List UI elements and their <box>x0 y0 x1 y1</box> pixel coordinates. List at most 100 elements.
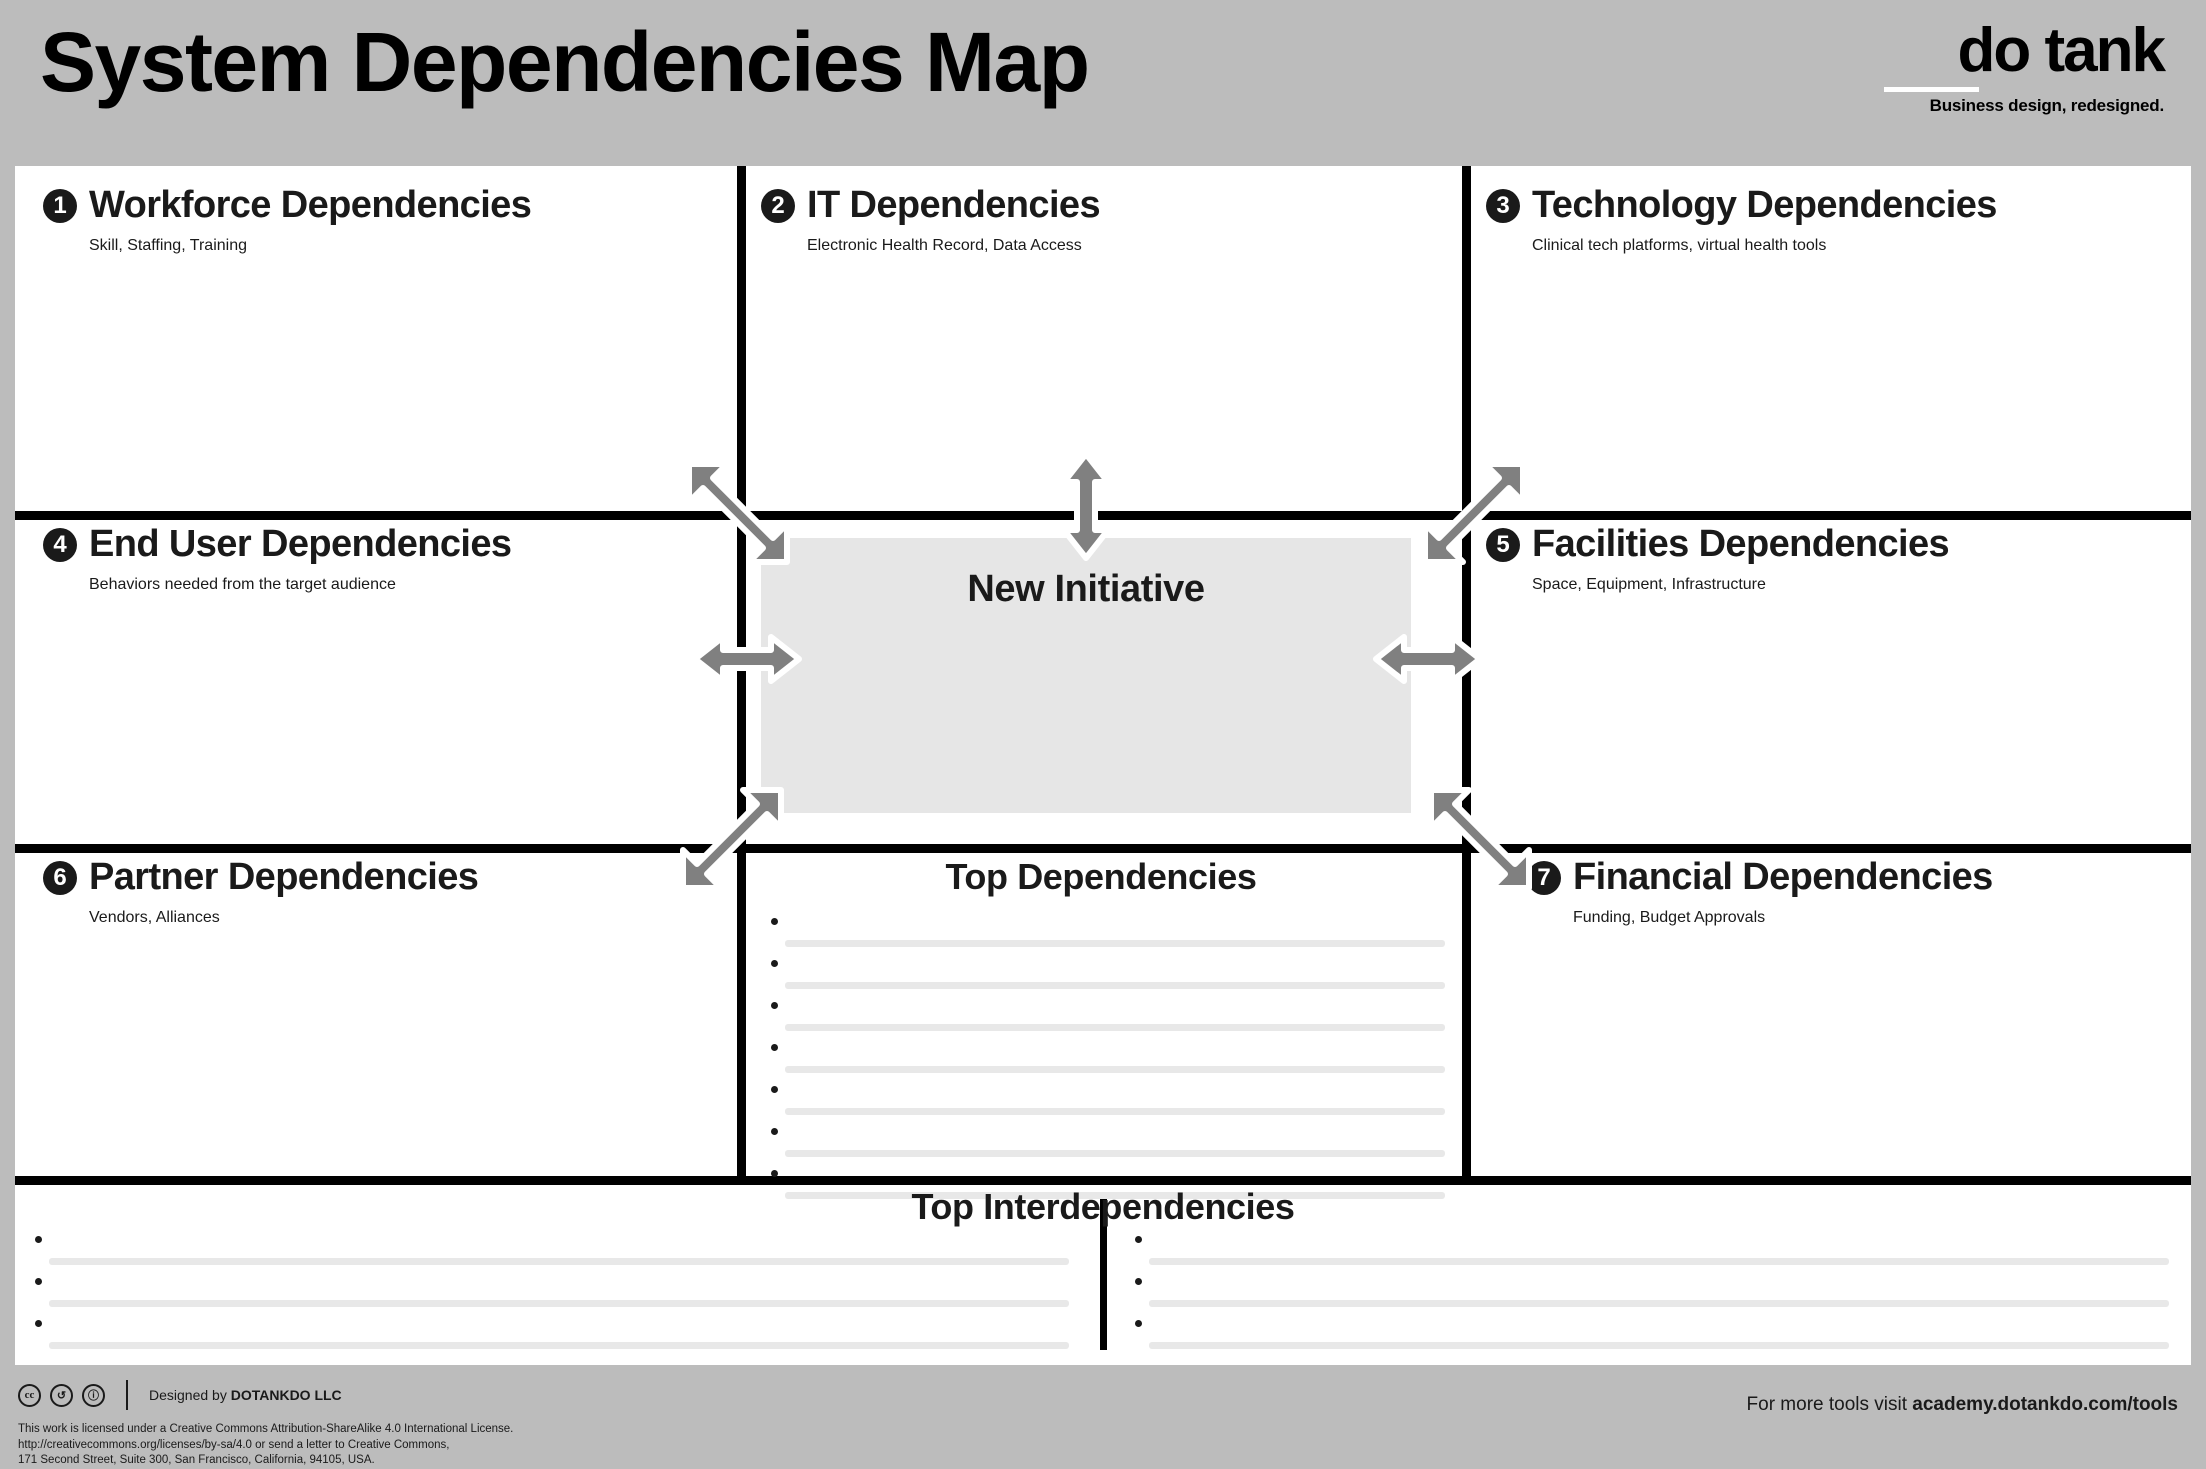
list-item[interactable] <box>771 1044 1445 1086</box>
write-in-rule <box>785 1150 1445 1157</box>
brand-tagline: Business design, redesigned. <box>1929 95 2165 115</box>
arrow-west-icon <box>691 631 803 687</box>
grid-hline-3 <box>15 1176 2191 1185</box>
write-in-rule <box>785 1024 1445 1031</box>
top-dependencies-title: Top Dependencies <box>945 856 1257 897</box>
arrow-southwest-icon <box>675 782 795 902</box>
list-item[interactable] <box>771 918 1445 960</box>
write-in-rule <box>785 1192 1445 1199</box>
number-badge-3: 3 <box>1486 188 1520 223</box>
arrow-southeast-icon <box>1417 782 1537 902</box>
bullet-icon <box>1135 1320 1142 1327</box>
quadrant-title: IT Dependencies <box>807 184 1101 226</box>
bullet-icon <box>771 1002 778 1009</box>
creative-commons-icon: cc <box>18 1383 41 1407</box>
more-tools-link[interactable]: academy.dotankdo.com/tools <box>1912 1394 2178 1415</box>
quadrant-heading: 3 Technology Dependencies <box>1486 184 1997 227</box>
designed-by-text: Designed by DOTANKDO LLC <box>149 1387 342 1403</box>
write-in-rule <box>785 1066 1445 1073</box>
quadrant-title: End User Dependencies <box>89 523 512 565</box>
number-badge-2: 2 <box>761 188 795 223</box>
quadrant-workforce: 1 Workforce Dependencies Skill, Staffing… <box>43 184 532 255</box>
page-title: System Dependencies Map <box>40 15 1090 109</box>
quadrant-facilities: 5 Facilities Dependencies Space, Equipme… <box>1486 523 1950 594</box>
more-tools-prefix: For more tools visit <box>1746 1394 1913 1415</box>
quadrant-heading: 5 Facilities Dependencies <box>1486 523 1950 566</box>
new-initiative-box[interactable]: New Initiative <box>761 538 1411 813</box>
list-item[interactable] <box>771 1002 1445 1044</box>
quadrant-subtitle: Skill, Staffing, Training <box>89 237 248 254</box>
top-interdependencies-right-list <box>1135 1236 2175 1362</box>
attribution-icon: ⓘ <box>82 1383 105 1407</box>
number-badge-5: 5 <box>1486 527 1520 562</box>
quadrant-heading: 7 Financial Dependencies <box>1527 856 1993 899</box>
quadrant-subtitle: Electronic Health Record, Data Access <box>807 237 1082 254</box>
bullet-icon <box>771 918 778 925</box>
license-line-3: 171 Second Street, Suite 300, San Franci… <box>18 1454 375 1467</box>
top-interdependencies-title: Top Interdependencies <box>911 1186 1295 1227</box>
quadrant-title: Technology Dependencies <box>1532 184 1997 226</box>
quadrant-heading: 4 End User Dependencies <box>43 523 512 566</box>
bullet-icon <box>771 1170 778 1177</box>
arrow-northeast-icon <box>1417 456 1537 576</box>
page-footer: cc ↺ ⓘ Designed by DOTANKDO LLC This wor… <box>0 1365 2206 1466</box>
quadrant-heading: 2 IT Dependencies <box>761 184 1101 227</box>
write-in-rule <box>1149 1342 2169 1349</box>
list-item[interactable] <box>771 1170 1445 1212</box>
quadrant-title: Financial Dependencies <box>1573 856 1993 898</box>
write-in-rule <box>785 940 1445 947</box>
quadrant-financial: 7 Financial Dependencies Funding, Budget… <box>1527 856 1993 927</box>
list-item[interactable] <box>35 1320 1085 1362</box>
new-initiative-label: New Initiative <box>967 568 1205 610</box>
list-item[interactable] <box>1135 1236 2175 1278</box>
share-alike-icon: ↺ <box>50 1383 73 1407</box>
quadrant-heading: 6 Partner Dependencies <box>43 856 479 899</box>
footer-divider <box>126 1380 128 1410</box>
quadrant-heading: 1 Workforce Dependencies <box>43 184 532 227</box>
bullet-icon <box>35 1236 42 1243</box>
worksheet-canvas: 1 Workforce Dependencies Skill, Staffing… <box>15 166 2191 1365</box>
brand-logo-block: do tank Business design, redesigned. <box>1884 16 2166 116</box>
bullet-icon <box>771 1086 778 1093</box>
write-in-rule <box>785 982 1445 989</box>
grid-hline-1 <box>15 511 2191 520</box>
bullet-icon <box>771 960 778 967</box>
arrow-north-icon <box>1058 450 1114 562</box>
quadrant-end-user: 4 End User Dependencies Behaviors needed… <box>43 523 512 594</box>
list-item[interactable] <box>771 1128 1445 1170</box>
arrow-east-icon <box>1372 631 1484 687</box>
more-tools-text: For more tools visit academy.dotankdo.co… <box>1747 1394 2178 1416</box>
bullet-icon <box>771 1128 778 1135</box>
quadrant-title: Workforce Dependencies <box>89 184 532 226</box>
brand-wordmark: do tank <box>1957 16 2166 85</box>
license-line-1: This work is licensed under a Creative C… <box>18 1423 514 1435</box>
bullet-icon <box>35 1278 42 1285</box>
list-item[interactable] <box>771 960 1445 1002</box>
write-in-rule <box>49 1300 1069 1307</box>
bullet-icon <box>35 1320 42 1327</box>
license-line-2: http://creativecommons.org/licenses/by-s… <box>18 1438 450 1451</box>
number-badge-7: 7 <box>1527 860 1561 895</box>
quadrant-subtitle: Vendors, Alliances <box>89 909 220 926</box>
interdependency-divider <box>1100 1195 1107 1350</box>
brand-underline-rule <box>1884 86 1979 92</box>
number-badge-1: 1 <box>43 188 77 223</box>
bullet-icon <box>1135 1236 1142 1243</box>
list-item[interactable] <box>35 1236 1085 1278</box>
number-badge-4: 4 <box>43 527 77 562</box>
write-in-rule <box>49 1342 1069 1349</box>
quadrant-it: 2 IT Dependencies Electronic Health Reco… <box>761 184 1101 255</box>
list-item[interactable] <box>35 1278 1085 1320</box>
bullet-icon <box>1135 1278 1142 1285</box>
number-badge-6: 6 <box>43 860 77 895</box>
write-in-rule <box>785 1108 1445 1115</box>
list-item[interactable] <box>1135 1278 2175 1320</box>
quadrant-title: Partner Dependencies <box>89 856 479 898</box>
quadrant-partner: 6 Partner Dependencies Vendors, Alliance… <box>43 856 479 927</box>
write-in-rule <box>1149 1300 2169 1307</box>
quadrant-subtitle: Clinical tech platforms, virtual health … <box>1532 237 1827 254</box>
bullet-icon <box>771 1044 778 1051</box>
list-item[interactable] <box>1135 1320 2175 1362</box>
list-item[interactable] <box>771 1086 1445 1128</box>
quadrant-technology: 3 Technology Dependencies Clinical tech … <box>1486 184 1997 255</box>
